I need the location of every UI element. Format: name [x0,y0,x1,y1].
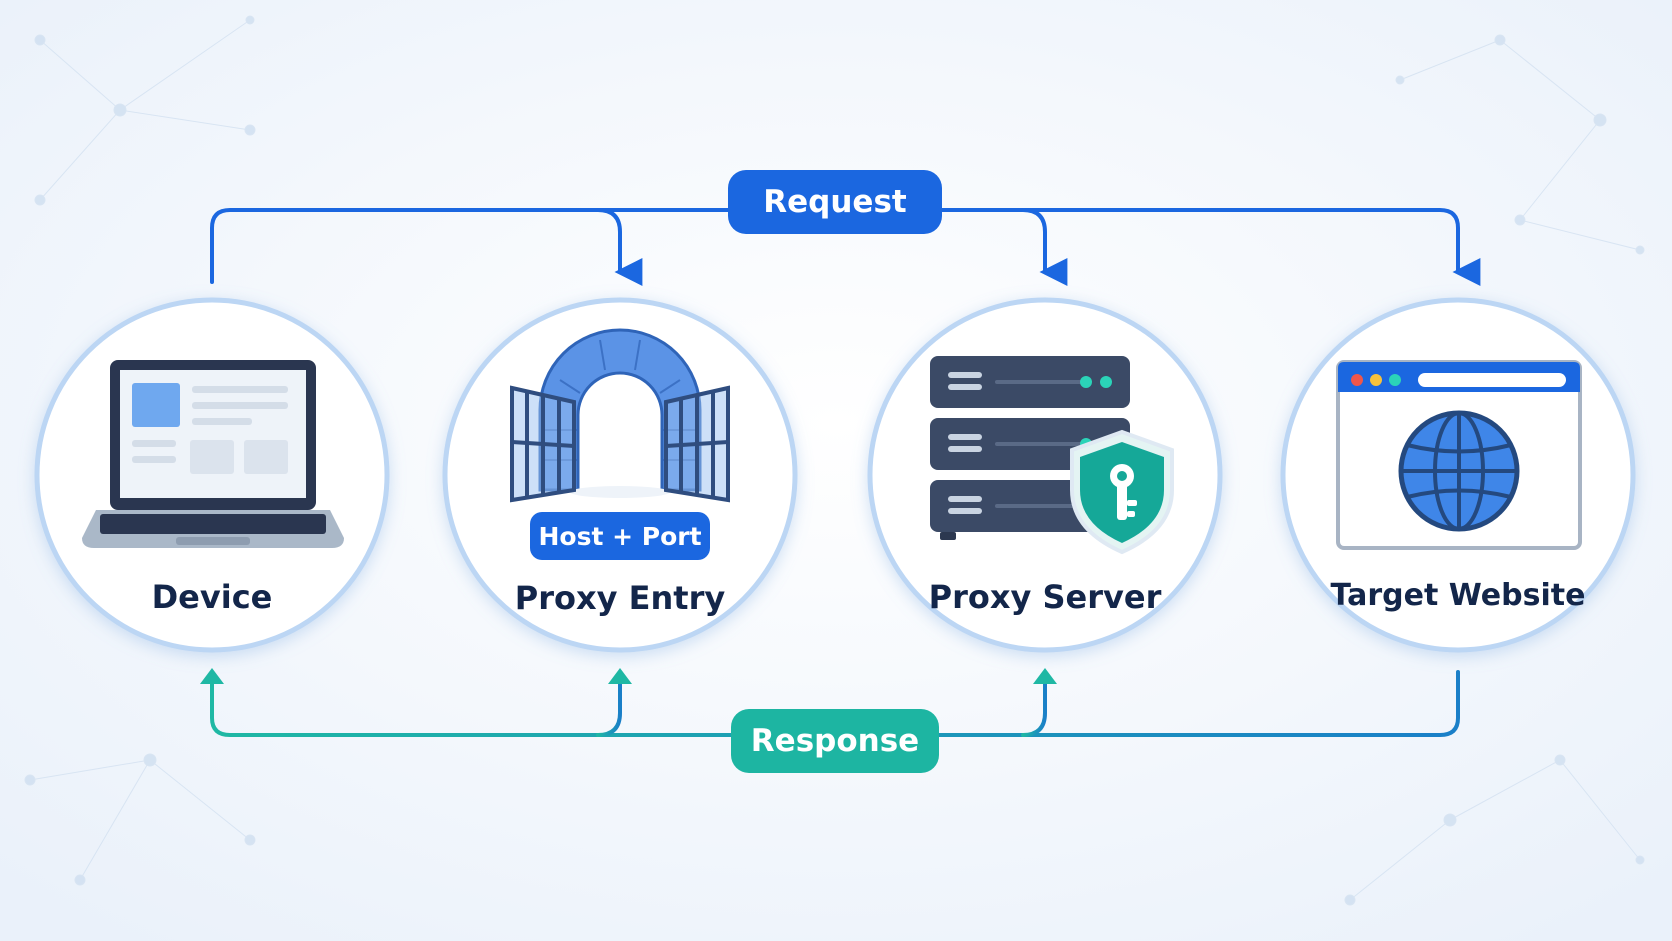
left-gate-door [510,385,576,503]
node-proxy-server: Proxy Server [867,297,1223,653]
node-device-label: Device [152,578,273,616]
response-branch-proxy-entry [596,680,622,737]
request-label: Request [763,184,907,220]
response-arrow-proxy-entry [608,668,632,684]
laptop-icon [82,360,344,548]
response-arrowheads [200,668,1057,684]
shield-key-icon [1070,429,1174,555]
node-target-website-label: Target Website [1331,578,1586,613]
host-port-label: Host + Port [538,522,701,551]
response-arrow-device [200,668,224,684]
request-branch-proxy-server [1021,208,1068,286]
node-device: Device [34,297,390,653]
network-pattern [24,15,1645,906]
response-label: Response [751,723,919,759]
request-branch-proxy-entry [596,208,643,286]
response-branch-proxy-server [1021,680,1047,737]
response-pill: Response [731,709,939,773]
globe-icon [1398,410,1520,532]
host-port-badge: Host + Port [530,512,710,560]
right-gate-door [664,385,730,503]
node-proxy-server-label: Proxy Server [929,578,1162,616]
node-proxy-entry: Host + Port Proxy Entry [442,297,798,653]
node-target-website: Target Website [1280,297,1636,653]
response-arrow-proxy-server [1033,668,1057,684]
request-pill: Request [728,170,942,234]
archway-gate-icon [510,328,730,503]
node-proxy-entry-label: Proxy Entry [515,579,726,617]
